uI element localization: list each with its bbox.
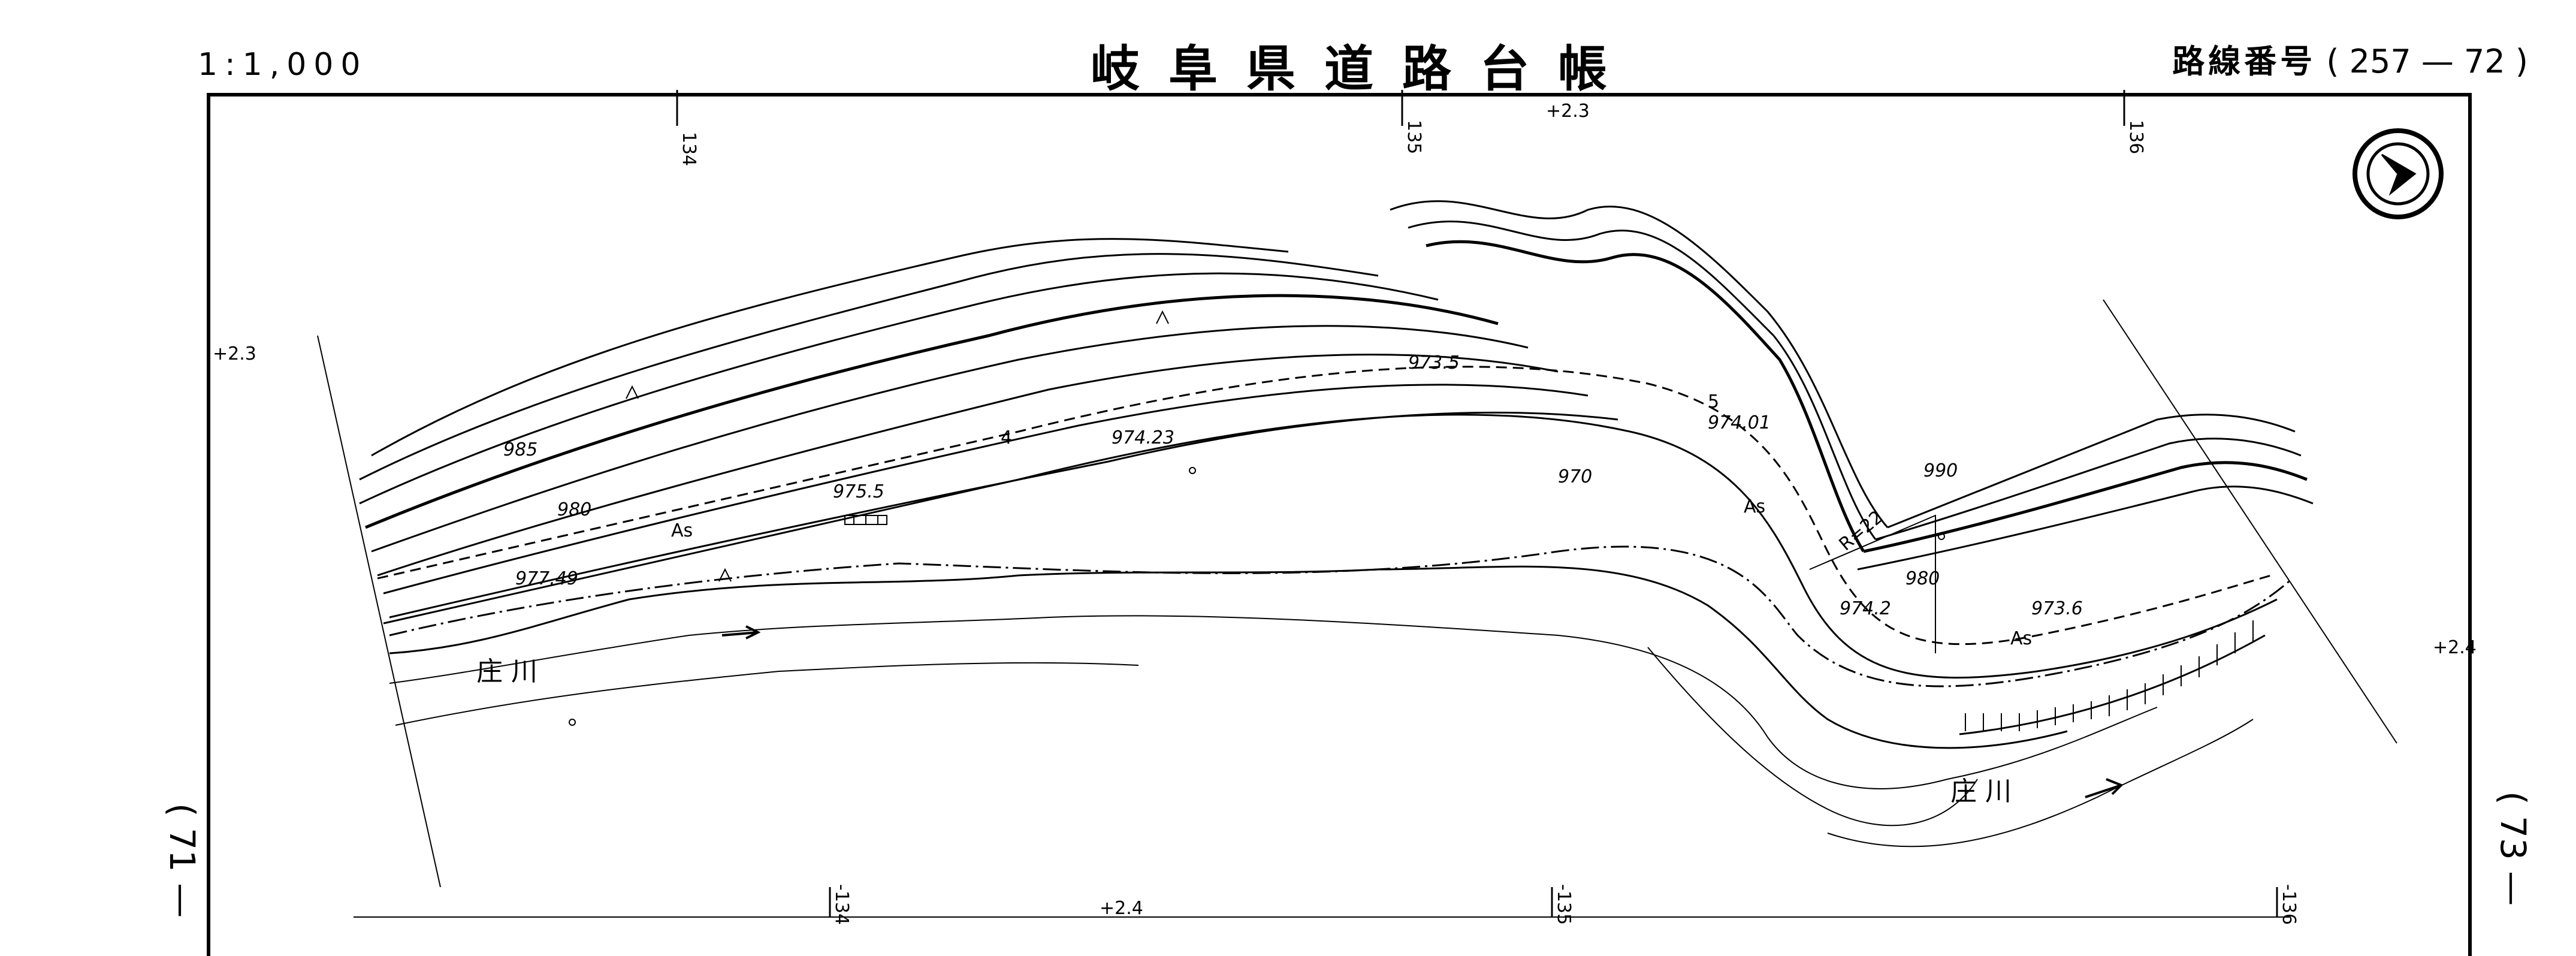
road-surface-label: As — [2010, 628, 2032, 649]
contour-label: 975.5 — [833, 481, 884, 502]
contour-label: 980 — [1905, 568, 1940, 589]
contour-label: 973.6 — [2031, 598, 2083, 619]
road-surface-label: As — [1744, 496, 1765, 517]
wasteland-icon — [626, 310, 1169, 582]
contour-label: 970 — [1558, 466, 1592, 487]
offset-label-2: +2.3 — [1546, 101, 1590, 122]
map-frame — [207, 93, 2472, 956]
offset-label-4: +2.4 — [2433, 637, 2477, 658]
station-bottom-136: -136 — [2278, 884, 2299, 925]
station-top-136: 136 — [2125, 120, 2146, 154]
route-value: ( 257 — 72 ) — [2326, 43, 2528, 80]
contour-label: 977.49 — [515, 568, 578, 589]
station-top-135: 135 — [1403, 120, 1424, 154]
contour-label: 990 — [1923, 460, 1958, 481]
route-label: 路線番号 — [2172, 43, 2317, 80]
route-number: 路線番号 ( 257 — 72 ) — [2172, 35, 2528, 82]
river-name-label: 庄 川 — [476, 656, 537, 687]
point-label: 4 — [1001, 427, 1012, 448]
station-bottom-135: -135 — [1553, 884, 1574, 925]
contour-label: 974.23 — [1112, 427, 1174, 448]
map-scale: 1:1,000 — [198, 47, 368, 83]
point-icon — [1938, 533, 1945, 540]
point-icon — [1189, 467, 1196, 474]
prev-sheet-number: ( 71 — — [162, 803, 203, 918]
offset-label-3: +2.4 — [1100, 898, 1143, 919]
contour-label: 974.01 — [1708, 412, 1771, 433]
contour-label: 980 — [557, 499, 591, 520]
offset-label-1: +2.3 — [213, 343, 256, 364]
contour-label: 985 — [503, 439, 537, 460]
building-icon — [844, 515, 887, 525]
station-top-134: 134 — [678, 132, 699, 166]
road-surface-label: As — [671, 520, 693, 541]
page-title: 岐阜県道路台帳 — [1091, 40, 1636, 98]
north-arrow-icon — [2352, 128, 2444, 219]
contour-label: 974.2 — [1840, 598, 1891, 619]
station-bottom-134: -134 — [831, 884, 852, 925]
next-sheet-number: ( 73 — — [2493, 791, 2533, 906]
point-icon — [569, 719, 576, 726]
river-name-label: 庄 川 — [1950, 776, 2012, 807]
point-label: 5 — [1708, 391, 1719, 412]
contour-label: 973.5 — [1408, 352, 1460, 373]
